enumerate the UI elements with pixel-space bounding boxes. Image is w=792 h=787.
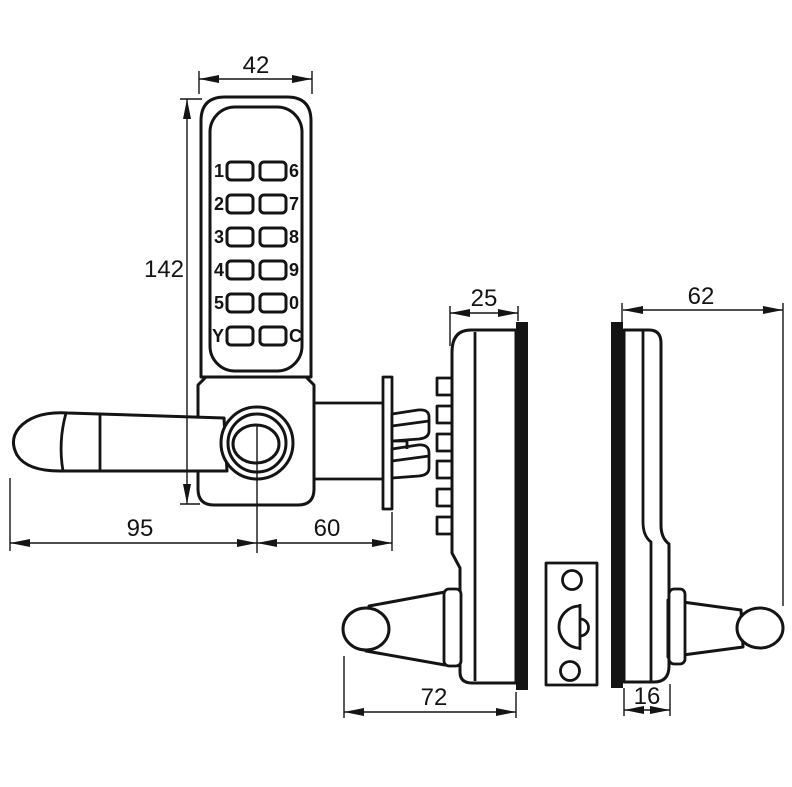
dim-outside-body-depth: 25 [449, 285, 519, 346]
keypad-label-5: 5 [214, 293, 224, 313]
inside-knob [735, 606, 785, 650]
dim-label-62: 62 [688, 283, 715, 310]
strike-plate [544, 561, 599, 687]
keypad: 1 6 2 7 3 8 4 9 5 0 Y C [212, 160, 302, 347]
keypad-button-c [258, 325, 288, 347]
dim-outside-overall-depth: 72 [343, 656, 517, 718]
mounting-plate [381, 375, 394, 511]
keypad-button-2 [225, 193, 255, 215]
dim-inside-overall-depth: 62 [621, 283, 784, 606]
dim-label-72: 72 [421, 684, 448, 711]
outside-knob [341, 606, 391, 652]
front-body-outline [199, 95, 313, 379]
keypad-button-8 [258, 226, 288, 248]
keypad-button-y [225, 325, 255, 347]
keypad-label-8: 8 [289, 227, 299, 247]
dim-label-25: 25 [471, 285, 498, 312]
dim-spindle-length: 60 [257, 515, 392, 547]
keypad-label-y: Y [212, 326, 224, 346]
keypad-label-1: 1 [214, 161, 224, 181]
handle-segment-lines [59, 412, 102, 472]
keypad-button-3 [225, 226, 255, 248]
dim-front-width: 42 [198, 52, 313, 94]
dim-label-42: 42 [243, 52, 270, 79]
keypad-button-5 [225, 292, 255, 314]
keypad-label-c: C [289, 326, 302, 346]
outside-body-profile [450, 328, 518, 685]
outside-hub-collar [442, 587, 463, 668]
keypad-button-4 [225, 259, 255, 281]
outside-unit-side-view [341, 322, 528, 690]
keypad-label-7: 7 [289, 194, 299, 214]
dim-label-60: 60 [314, 515, 341, 542]
dim-lever-length: 95 [9, 478, 393, 551]
dim-label-95: 95 [127, 515, 154, 542]
inside-unit-side-view [611, 322, 785, 688]
keypad-button-7 [258, 193, 288, 215]
keypad-label-2: 2 [214, 194, 224, 214]
dim-label-16: 16 [634, 683, 661, 710]
dim-front-height: 142 [144, 98, 202, 505]
dim-inside-body-depth: 16 [623, 683, 671, 716]
inside-body-face-line [641, 331, 653, 681]
front-lever-handle [12, 411, 229, 473]
strike-screw-hole-top [561, 569, 583, 591]
keypad-label-0: 0 [289, 293, 299, 313]
dim-label-142: 142 [144, 256, 184, 283]
keypad-button-0 [258, 292, 288, 314]
latch-bolt-cutout [557, 604, 590, 650]
keypad-label-4: 4 [214, 260, 224, 280]
keypad-label-6: 6 [289, 161, 299, 181]
door-section-inside [611, 322, 623, 688]
keypad-button-9 [258, 259, 288, 281]
inside-body-profile [622, 328, 671, 684]
spindle-prongs [390, 408, 431, 480]
front-view: 1 6 2 7 3 8 4 9 5 0 Y C [12, 95, 431, 553]
strike-plate-body [544, 561, 599, 687]
strike-screw-hole-bottom [559, 660, 581, 682]
dimension-annotations: 42 142 95 60 25 62 [9, 52, 784, 718]
keypad-button-6 [258, 160, 288, 182]
spindle-shaft [311, 401, 383, 481]
door-section-outside [516, 322, 528, 690]
inside-hub-collar [667, 587, 687, 666]
keypad-label-9: 9 [289, 260, 299, 280]
keypad-recess [208, 105, 304, 373]
keypad-label-3: 3 [214, 227, 224, 247]
keypad-button-1 [225, 160, 255, 182]
